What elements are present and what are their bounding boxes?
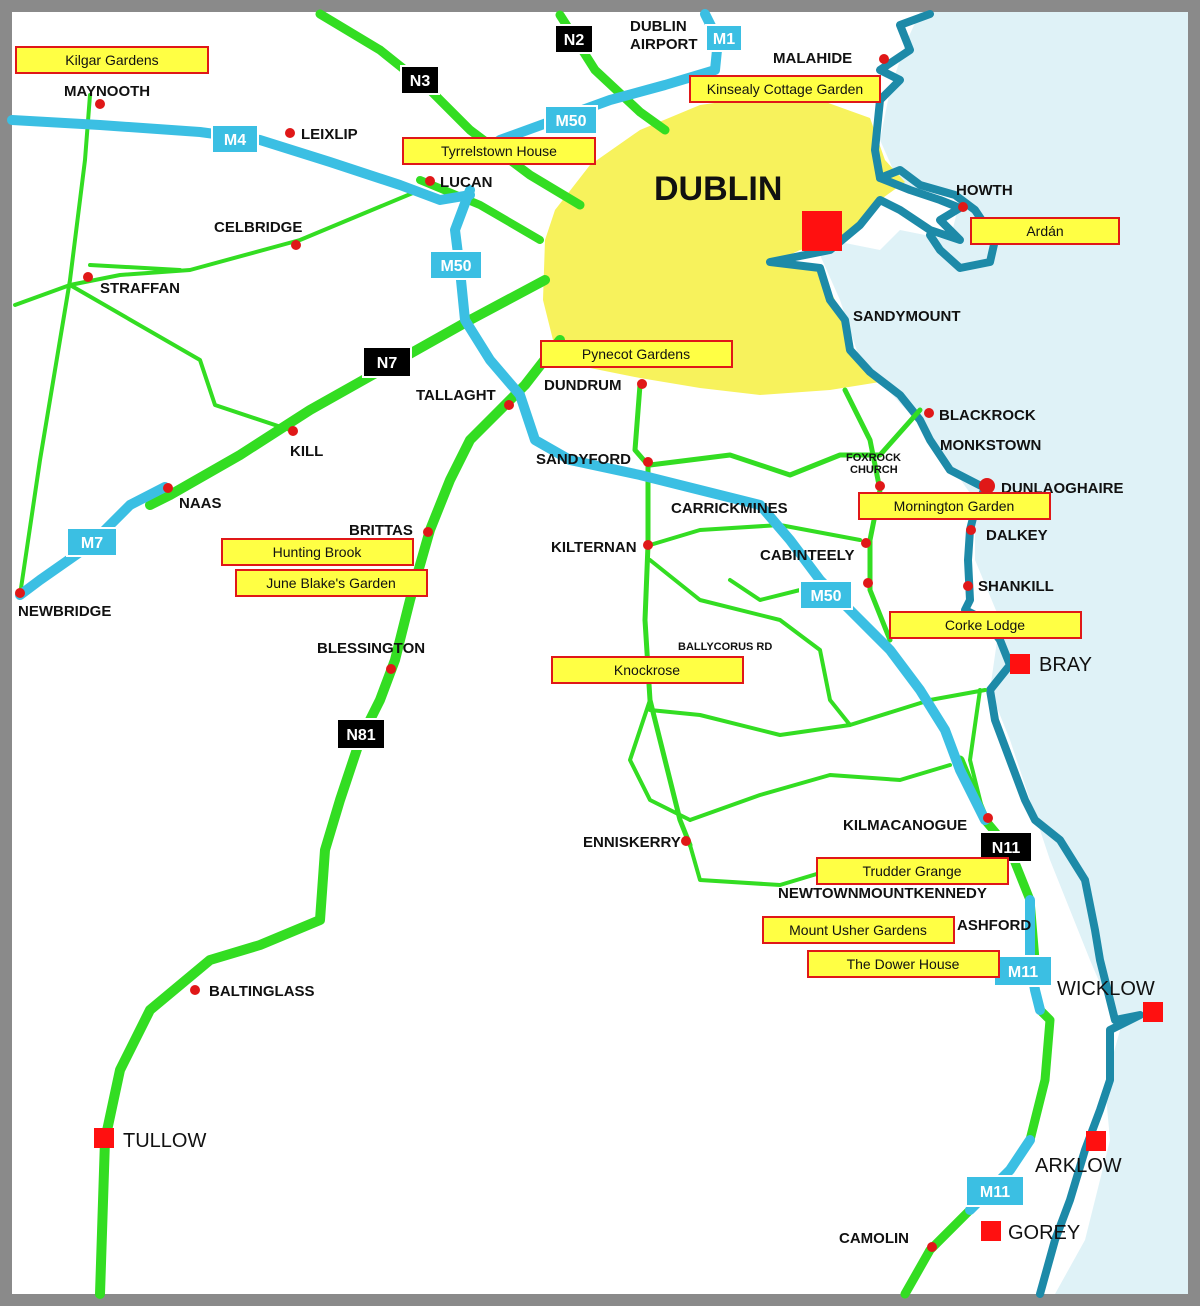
garden-label-kinsealy-cottage-garden: Kinsealy Cottage Garden (689, 75, 881, 103)
town-label: KILL (290, 443, 323, 460)
town-label: CABINTEELY (760, 547, 854, 564)
svg-text:M50: M50 (810, 588, 841, 605)
svg-text:Tyrrelstown House: Tyrrelstown House (441, 143, 557, 159)
town-label: TALLAGHT (416, 387, 496, 404)
town-markers (15, 54, 1163, 1252)
road-shield-m50: M50 (429, 250, 483, 280)
garden-label-mornington-garden: Mornington Garden (858, 492, 1051, 520)
garden-label-the-dower-house: The Dower House (807, 950, 1000, 978)
town-label: GOREY (1008, 1222, 1080, 1244)
road-shield-m11: M11 (993, 955, 1053, 987)
town-label: NEWTOWNMOUNTKENNEDY (778, 885, 987, 902)
town-label: TULLOW (123, 1130, 206, 1152)
svg-text:Pynecot Gardens: Pynecot Gardens (582, 346, 690, 362)
town-label-airport-line2: AIRPORT (630, 36, 698, 53)
town-label: CELBRIDGE (214, 219, 302, 236)
town-label: ASHFORD (957, 917, 1031, 934)
road-shield-n3: N3 (400, 65, 440, 95)
svg-text:Ardán: Ardán (1026, 223, 1063, 239)
garden-label-june-blakes-garden: June Blake's Garden (235, 569, 428, 597)
town-label: KILTERNAN (551, 539, 637, 556)
svg-text:M50: M50 (440, 258, 471, 275)
svg-text:Corke Lodge: Corke Lodge (945, 617, 1025, 633)
svg-text:Hunting Brook: Hunting Brook (273, 544, 363, 560)
svg-text:The Dower House: The Dower House (847, 956, 960, 972)
road-shield-m1: M1 (705, 24, 743, 52)
town-label: DUBLIN (630, 18, 687, 35)
town-label: NEWBRIDGE (18, 603, 111, 620)
garden-label-trudder-grange: Trudder Grange (816, 857, 1009, 885)
town-label: MAYNOOTH (64, 83, 150, 100)
svg-text:June Blake's Garden: June Blake's Garden (266, 575, 396, 591)
road-shield-n2: N2 (554, 24, 594, 54)
town-label: ENNISKERRY (583, 834, 681, 851)
dublin-city-area (543, 98, 905, 395)
town-label: BLESSINGTON (317, 640, 425, 657)
town-label: CAMOLIN (839, 1230, 909, 1247)
town-label: STRAFFAN (100, 280, 180, 297)
svg-text:M1: M1 (713, 31, 735, 48)
svg-text:Mount Usher Gardens: Mount Usher Gardens (789, 922, 927, 938)
town-label: HOWTH (956, 182, 1013, 199)
town-label: LEIXLIP (301, 126, 358, 143)
garden-label-tyrrelstown-house: Tyrrelstown House (402, 137, 596, 165)
road-shield-n81: N81 (336, 718, 386, 750)
svg-text:M11: M11 (980, 1184, 1010, 1201)
town-label: BRITTAS (349, 522, 413, 539)
road-shield-m11: M11 (965, 1175, 1025, 1207)
town-label: NAAS (179, 495, 222, 512)
town-label: SANDYMOUNT (853, 308, 961, 325)
coastline (766, 10, 1144, 1298)
svg-text:M50: M50 (555, 113, 586, 130)
town-label: DUNDRUM (544, 377, 622, 394)
garden-label-mount-usher-gardens: Mount Usher Gardens (762, 916, 955, 944)
svg-text:N3: N3 (410, 73, 431, 90)
road-shield-m7: M7 (66, 527, 118, 557)
svg-text:Mornington Garden: Mornington Garden (894, 498, 1015, 514)
svg-text:Trudder Grange: Trudder Grange (862, 863, 961, 879)
road-shield-m50: M50 (544, 105, 598, 135)
svg-text:N11: N11 (992, 840, 1021, 857)
garden-label-corke-lodge: Corke Lodge (889, 611, 1082, 639)
garden-labels: Kilgar Gardens Kinsealy Cottage Garden T… (15, 46, 1120, 978)
svg-text:M4: M4 (224, 132, 246, 149)
road-shield-n7: N7 (362, 346, 412, 378)
town-label: SANDYFORD (536, 451, 631, 468)
road-shield-m50: M50 (799, 580, 853, 610)
garden-label-pynecot-gardens: Pynecot Gardens (540, 340, 733, 368)
svg-text:M11: M11 (1008, 964, 1038, 981)
garden-label-ardan: Ardán (970, 217, 1120, 245)
town-label: BALTINGLASS (209, 983, 315, 1000)
garden-label-kilgar-gardens: Kilgar Gardens (15, 46, 209, 74)
town-label: MALAHIDE (773, 50, 852, 67)
town-labels: DUBLIN MALAHIDE MAYNOOTH LEIXLIP LUCAN C… (18, 18, 1155, 1247)
svg-text:M7: M7 (81, 535, 103, 552)
city-label: DUBLIN (654, 170, 782, 208)
town-label: BRAY (1039, 654, 1092, 676)
town-label: BALLYCORUS RD (678, 641, 772, 653)
svg-text:Kinsealy Cottage Garden: Kinsealy Cottage Garden (707, 81, 863, 97)
town-label: LUCAN (440, 174, 493, 191)
garden-label-knockrose: Knockrose (551, 656, 744, 684)
national-road-shields: N2 N3 N7 N81 N11 (336, 24, 1033, 863)
town-label: KILMACANOGUE (843, 817, 967, 834)
road-shield-m4: M4 (211, 124, 259, 154)
garden-label-hunting-brook: Hunting Brook (221, 538, 414, 566)
town-label: BLACKROCK (939, 407, 1036, 424)
svg-text:N2: N2 (564, 32, 585, 49)
svg-text:N7: N7 (377, 355, 398, 372)
svg-text:Kilgar Gardens: Kilgar Gardens (65, 52, 158, 68)
motorway-shields: M1 M50 M4 M50 M7 M50 M11 M11 (66, 24, 1053, 1207)
town-label: MONKSTOWN (940, 437, 1041, 454)
town-label: WICKLOW (1057, 978, 1155, 1000)
town-label: DALKEY (986, 527, 1048, 544)
town-label: SHANKILL (978, 578, 1054, 595)
town-label: ARKLOW (1035, 1155, 1122, 1177)
svg-text:Knockrose: Knockrose (614, 662, 680, 678)
town-label: CARRICKMINES (671, 500, 788, 517)
svg-text:N81: N81 (346, 727, 375, 744)
